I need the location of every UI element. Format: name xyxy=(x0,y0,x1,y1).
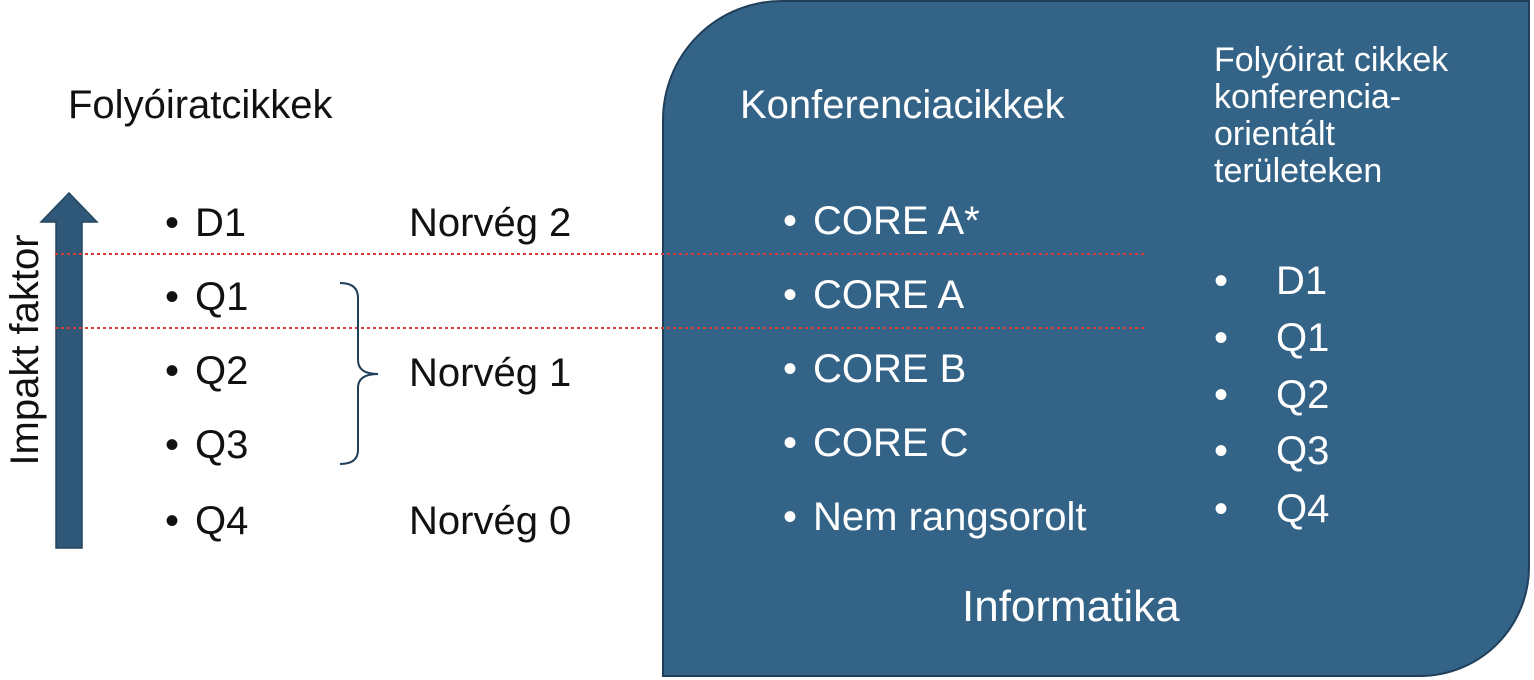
conference-oriented-journals-heading: Folyóirat cikkek konferencia- orientált … xyxy=(1214,42,1514,190)
norveg-0-label: Norvég 0 xyxy=(409,499,572,543)
impakt-arrow xyxy=(39,191,99,549)
informatika-label: Informatika xyxy=(962,582,1180,631)
norveg-1-label: Norvég 1 xyxy=(409,351,572,395)
journal-item-q3: • Q3 xyxy=(1214,426,1329,476)
bullet-icon: • xyxy=(783,347,798,391)
core-item-a-star: • CORE A* xyxy=(783,196,980,246)
journal-articles-heading: Folyóiratcikkek xyxy=(68,83,333,127)
journal-item-label: Q1 xyxy=(1276,316,1330,360)
bullet-icon: • xyxy=(1214,429,1229,473)
bullet-icon: • xyxy=(783,199,798,243)
journal-title-line: Folyóirat cikkek xyxy=(1214,41,1449,79)
conference-articles-heading: Konferenciacikkek xyxy=(740,83,1065,127)
journal-item-label: Q4 xyxy=(1276,487,1330,531)
core-item-c: • CORE C xyxy=(783,418,969,468)
bullet-icon: • xyxy=(165,423,180,467)
bullet-icon: • xyxy=(165,349,180,393)
bullet-icon: • xyxy=(783,495,798,539)
bullet-icon: • xyxy=(165,499,180,543)
core-item-label: CORE C xyxy=(813,421,969,465)
journal-title-line: területeken xyxy=(1214,152,1383,190)
bullet-icon: • xyxy=(1214,259,1229,303)
left-item-label: Q4 xyxy=(195,499,249,543)
bullet-icon: • xyxy=(1214,373,1229,417)
bullet-icon: • xyxy=(165,201,180,245)
journal-item-label: Q3 xyxy=(1276,429,1330,473)
core-item-unranked: • Nem rangsorolt xyxy=(783,492,1086,542)
left-item-label: Q2 xyxy=(195,349,249,393)
core-item-a: • CORE A xyxy=(783,270,964,320)
core-item-label: CORE B xyxy=(813,347,967,391)
bullet-icon: • xyxy=(783,421,798,465)
core-item-label: CORE A xyxy=(813,273,965,317)
core-item-label: Nem rangsorolt xyxy=(813,495,1087,539)
left-item-q3: • Q3 xyxy=(165,420,248,470)
journal-item-q2: • Q2 xyxy=(1214,370,1329,420)
left-item-q1: • Q1 xyxy=(165,272,248,322)
journal-title-line: konferencia- xyxy=(1214,78,1402,116)
journal-item-q1: • Q1 xyxy=(1214,313,1329,363)
left-item-d1: • D1 xyxy=(165,198,246,248)
left-item-label: D1 xyxy=(195,201,247,245)
journal-item-q4: • Q4 xyxy=(1214,484,1329,534)
left-item-q2: • Q2 xyxy=(165,346,248,396)
norveg-2-label: Norvég 2 xyxy=(409,201,572,245)
journal-item-label: D1 xyxy=(1276,259,1328,303)
bullet-icon: • xyxy=(1214,316,1229,360)
norveg1-brace xyxy=(339,282,379,465)
left-item-q4: • Q4 xyxy=(165,496,248,546)
left-item-label: Q3 xyxy=(195,423,249,467)
journal-item-d1: • D1 xyxy=(1214,256,1327,306)
journal-title-line: orientált xyxy=(1214,115,1335,153)
impakt-axis-label: Impakt faktor xyxy=(3,234,47,466)
bullet-icon: • xyxy=(165,275,180,319)
core-item-b: • CORE B xyxy=(783,344,966,394)
bullet-icon: • xyxy=(1214,487,1229,531)
bullet-icon: • xyxy=(783,273,798,317)
left-item-label: Q1 xyxy=(195,275,249,319)
informatika-panel xyxy=(662,0,1530,677)
core-item-label: CORE A* xyxy=(813,199,980,243)
journal-item-label: Q2 xyxy=(1276,373,1330,417)
